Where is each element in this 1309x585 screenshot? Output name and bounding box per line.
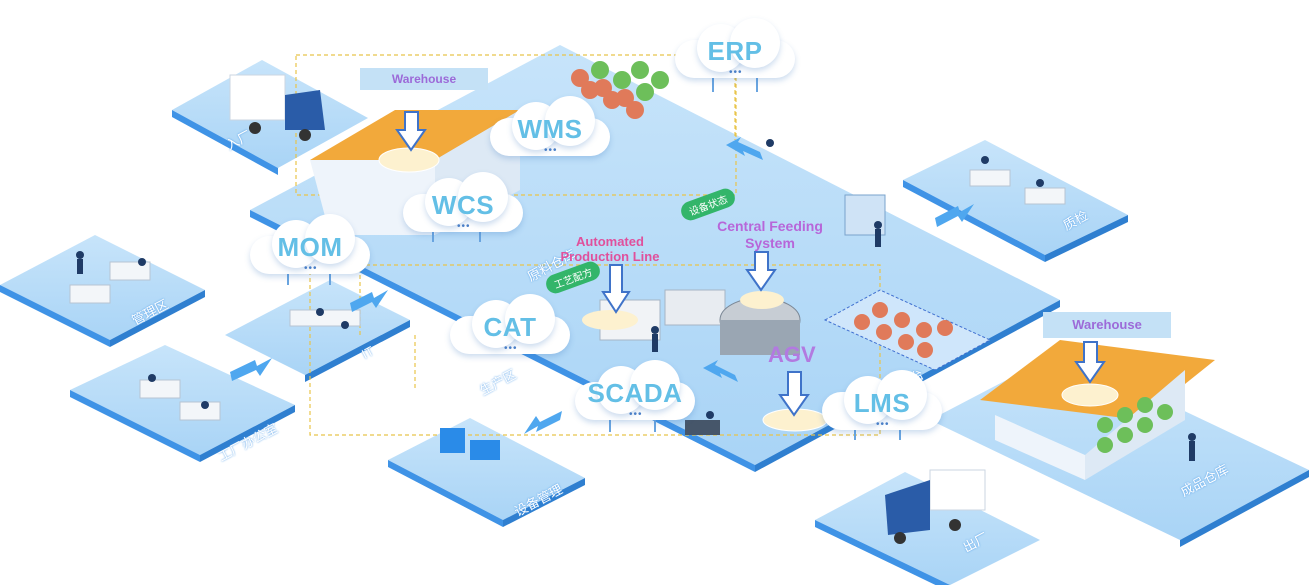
- equipment-devices: [440, 420, 720, 460]
- cloud-erp-label: ERP: [707, 36, 763, 66]
- dots-icon: •••: [504, 343, 518, 354]
- dots-icon: •••: [457, 221, 471, 232]
- central-feeding-tag: Central Feeding System: [700, 218, 840, 252]
- zone-factory-office-tile: [70, 345, 295, 455]
- warehouse-tag-raw: Warehouse: [360, 68, 488, 90]
- cloud-cat-label: CAT: [483, 312, 537, 342]
- cloud-lms-label: LMS: [853, 388, 911, 418]
- central-feeding-tag-line1: Central Feeding: [717, 218, 823, 234]
- cloud-scada[interactable]: SCADA •••: [575, 360, 695, 420]
- zone-quality-tile: [903, 140, 1128, 255]
- automated-line-tag: Automated Production Line: [540, 234, 680, 264]
- flow-arrows: [230, 137, 974, 434]
- dots-icon: •••: [729, 67, 743, 78]
- finished-barrels: [1097, 397, 1173, 453]
- warehouse-tag-finished: Warehouse: [1043, 312, 1171, 338]
- dots-icon: •••: [629, 409, 643, 420]
- dots-icon: •••: [304, 263, 318, 274]
- cloud-mom-label: MOM: [277, 232, 343, 262]
- inbound-truck: [229, 74, 325, 141]
- people: [76, 139, 1196, 461]
- dots-icon: •••: [876, 419, 890, 430]
- cloud-wms[interactable]: WMS •••: [490, 96, 610, 156]
- automated-line-tag-line1: Automated: [576, 234, 644, 249]
- pallet-barrels: [823, 289, 992, 371]
- cloud-cat[interactable]: CAT •••: [450, 294, 570, 354]
- central-feeding-tag-line2: System: [745, 235, 795, 251]
- agv-tag: AGV: [768, 342, 816, 367]
- automated-line-tag-line2: Production Line: [560, 249, 660, 264]
- production-machines: [582, 194, 886, 432]
- cloud-wcs[interactable]: WCS •••: [403, 172, 523, 232]
- zone-equipment-tile: [388, 418, 585, 520]
- cloud-erp[interactable]: ERP •••: [675, 18, 795, 78]
- raw-barrels: [571, 61, 669, 119]
- finished-warehouse-building: [980, 340, 1215, 480]
- location-markers: [395, 111, 1106, 417]
- cloud-wms-label: WMS: [517, 114, 583, 144]
- cloud-lms[interactable]: LMS •••: [822, 370, 942, 430]
- outbound-truck: [885, 469, 986, 544]
- cloud-wcs-label: WCS: [431, 190, 495, 220]
- cloud-mom[interactable]: MOM •••: [250, 214, 370, 274]
- dots-icon: •••: [544, 145, 558, 156]
- cloud-scada-label: SCADA: [587, 378, 683, 408]
